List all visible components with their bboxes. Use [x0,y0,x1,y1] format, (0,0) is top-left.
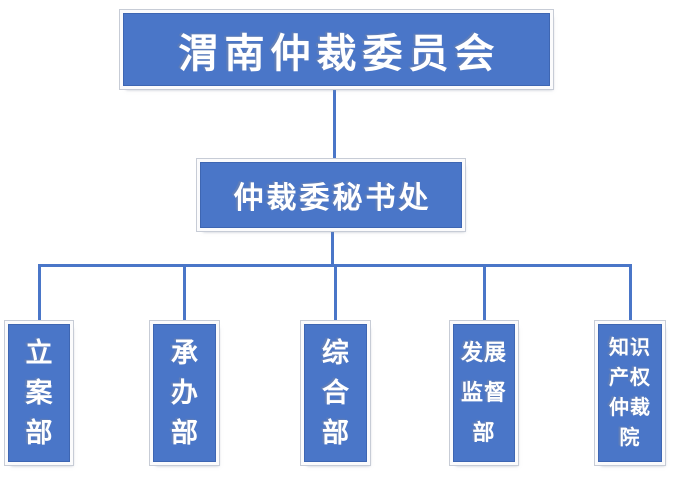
node-secretariat-label: 仲裁委秘书处 [233,182,432,215]
connector-drop-undertaking [183,264,186,324]
node-secretariat: 仲裁委秘书处 [200,162,462,228]
dept-label-line: 合 [322,377,349,408]
dept-label-line: 承 [171,337,198,368]
node-dept-comprehensive: 综 合 部 [304,324,367,462]
node-dept-development-supervision: 发展 监督 部 [453,324,515,462]
dept-label-line: 发展 [460,340,507,365]
dept-label-line: 部 [25,417,53,448]
connector-secretariat-to-rail [331,228,334,266]
connector-drop-ip-institute [629,264,632,324]
dept-label-line: 部 [472,420,496,445]
dept-label-line: 案 [25,377,53,408]
connector-drop-case-filing [38,264,41,324]
connector-root-to-secretariat [333,86,336,162]
node-weinan-arbitration-committee: 渭南仲裁委员会 [123,13,550,86]
dept-label-line: 办 [171,377,198,408]
dept-label-line: 部 [322,417,349,448]
node-dept-undertaking: 承 办 部 [153,324,216,462]
dept-label-line: 院 [619,427,641,449]
dept-label-line: 产权 [609,367,651,389]
dept-label-line: 知识 [609,337,651,359]
dept-label-line: 综 [322,337,349,368]
node-dept-case-filing: 立 案 部 [8,324,70,462]
dept-label-line: 部 [171,417,198,448]
dept-label-line: 仲裁 [609,397,651,419]
dept-label-line: 监督 [460,380,507,405]
node-dept-ip-arbitration-institute: 知识 产权 仲裁 院 [598,324,662,462]
connector-drop-comprehensive [334,264,337,324]
connector-drop-supervision [483,264,486,324]
dept-label-line: 立 [25,337,53,368]
node-root-label: 渭南仲裁委员会 [178,30,501,76]
